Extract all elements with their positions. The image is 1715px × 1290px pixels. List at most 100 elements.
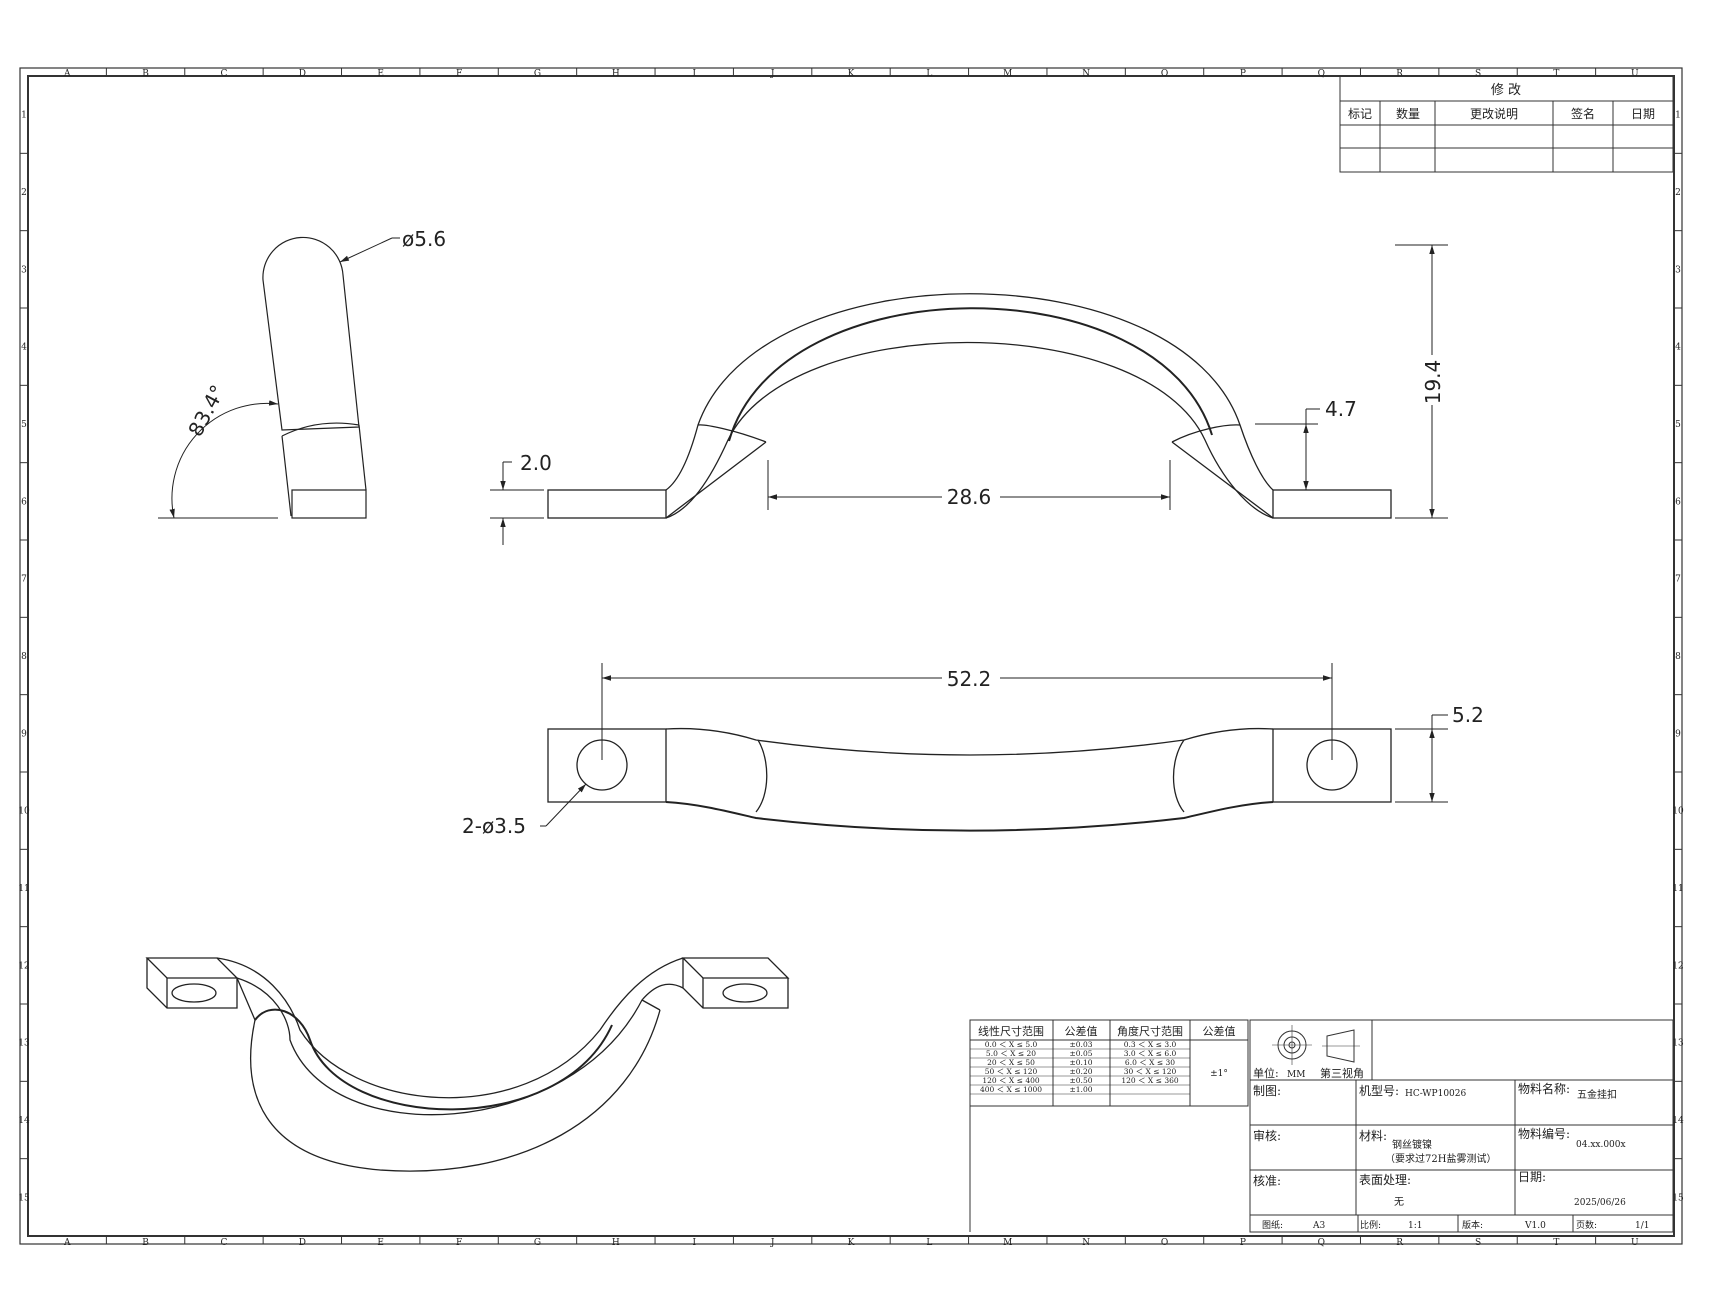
zone-col-label: L: [926, 69, 932, 79]
zone-row-label: 9: [21, 729, 27, 739]
revision-header-date: 日期: [1631, 107, 1655, 121]
zone-col-label: S: [1475, 69, 1481, 79]
zone-col-label: B: [142, 69, 149, 79]
zone-col-label: I: [692, 1238, 696, 1248]
zone-col-label: H: [612, 1238, 620, 1248]
tolerance-cell: 50 ＜ X ≤ 120: [985, 1067, 1038, 1076]
zone-row-label: 8: [21, 652, 27, 662]
tolerance-cell: ±0.03: [1070, 1040, 1093, 1049]
zone-row-label: 3: [21, 265, 27, 275]
tb-material-line1: 钢丝镀镍: [1392, 1138, 1432, 1151]
zone-col-label: O: [1161, 1238, 1168, 1248]
tb-part-name-label: 物料名称:: [1518, 1081, 1570, 1096]
tolerance-cell: 0.0 ＜ X ≤ 5.0: [985, 1040, 1038, 1049]
zone-col-label: G: [534, 69, 541, 79]
zone-col-label: K: [848, 69, 855, 79]
dim-hole-span: 52.2: [947, 667, 992, 691]
zone-col-label: J: [770, 1238, 775, 1248]
zone-col-label: N: [1082, 1238, 1090, 1248]
revision-header-sign: 签名: [1571, 106, 1595, 121]
revision-header-qty: 数量: [1396, 106, 1420, 121]
zone-row-label: 1: [21, 111, 27, 121]
zone-col-label: J: [770, 69, 775, 79]
tb-paper-label: 图纸:: [1262, 1219, 1283, 1231]
revision-table: [1339, 75, 1674, 173]
zone-row-label: 15: [18, 1193, 30, 1203]
front-view-dimensions: [490, 244, 1448, 545]
tb-model-value: HC-WP10026: [1405, 1089, 1466, 1099]
zone-row-label: 10: [1672, 807, 1684, 817]
zone-col-label: D: [299, 69, 306, 79]
tolerance-cell: 5.0 ＜ X ≤ 20: [986, 1049, 1036, 1058]
tb-approve-label: 核准:: [1253, 1174, 1281, 1188]
zone-row-label: 8: [1675, 652, 1681, 662]
zone-row-label: 5: [21, 420, 27, 430]
tol-header-tol2: 公差值: [1203, 1024, 1236, 1038]
tb-date-value: 2025/06/26: [1574, 1198, 1626, 1208]
top-view: [547, 727, 1392, 832]
tol-header-linear: 线性尺寸范围: [978, 1024, 1044, 1038]
zone-row-label: 12: [18, 961, 29, 971]
tolerance-cell: 3.0 ＜ X ≤ 6.0: [1124, 1049, 1177, 1058]
zone-col-label: M: [1003, 1238, 1012, 1248]
zone-row-label: 11: [1672, 884, 1683, 894]
tb-version-value: V1.0: [1524, 1221, 1546, 1231]
zone-col-label: C: [221, 69, 228, 79]
zone-grid-labels: AABBCCDDEEFFGGHHIIJJKKLLMMNNOOPPQQRRSSTT…: [18, 68, 1684, 1248]
side-view-rod: [158, 236, 400, 519]
dim-width: 5.2: [1452, 703, 1484, 727]
zone-row-label: 13: [18, 1039, 30, 1049]
tolerance-cell: ±0.20: [1070, 1067, 1093, 1076]
zone-col-label: L: [926, 1238, 932, 1248]
zone-row-label: 14: [1672, 1116, 1684, 1126]
zone-row-label: 7: [1675, 575, 1681, 585]
zone-row-label: 6: [1675, 497, 1681, 507]
zone-row-label: 4: [21, 343, 27, 353]
zone-col-label: D: [299, 1238, 306, 1248]
tolerance-cell: 6.0 ＜ X ≤ 30: [1125, 1058, 1175, 1067]
zone-row-label: 15: [1672, 1193, 1684, 1203]
zone-col-label: T: [1553, 1238, 1559, 1248]
dim-rod-diameter: ø5.6: [402, 227, 446, 251]
revision-header-mark: 标记: [1348, 107, 1372, 121]
zone-row-label: 10: [18, 807, 30, 817]
tol-header-tol1: 公差值: [1065, 1024, 1098, 1038]
tb-scale-label: 比例:: [1360, 1219, 1381, 1231]
tb-page-label: 页数:: [1576, 1219, 1597, 1231]
zone-col-label: A: [63, 1238, 71, 1248]
tolerance-cell: 400 ＜ X ≤ 1000: [980, 1085, 1042, 1094]
tolerance-cell: ±0.50: [1070, 1076, 1093, 1085]
zone-row-label: 13: [1672, 1039, 1684, 1049]
tolerance-cell: 120 ＜ X ≤ 360: [1121, 1076, 1179, 1085]
zone-col-label: G: [534, 1238, 541, 1248]
zone-col-label: N: [1082, 69, 1090, 79]
drawing-frame: [19, 67, 1683, 1245]
tb-date-label: 日期:: [1518, 1170, 1546, 1184]
zone-row-label: 9: [1675, 729, 1681, 739]
dim-thickness: 2.0: [520, 451, 552, 475]
zone-col-label: R: [1396, 1238, 1403, 1248]
tolerance-table: [969, 1019, 1249, 1232]
iso-hole-right: [722, 983, 768, 1003]
tb-part-no-label: 物料编号:: [1518, 1126, 1570, 1141]
tb-page-value: 1/1: [1635, 1221, 1649, 1231]
zone-col-label: M: [1003, 69, 1012, 79]
dim-height: 19.4: [1421, 360, 1445, 405]
zone-col-label: U: [1631, 1238, 1639, 1248]
zone-col-label: B: [142, 1238, 149, 1248]
tb-surface-label: 表面处理:: [1359, 1173, 1411, 1187]
top-view-dimensions: [540, 663, 1448, 827]
tb-projection: 第三视角: [1320, 1066, 1364, 1080]
zone-col-label: C: [221, 1238, 228, 1248]
zone-row-label: 4: [1675, 343, 1681, 353]
zone-row-label: 3: [1675, 265, 1681, 275]
zone-row-label: 11: [18, 884, 29, 894]
tb-part-name-value: 五金挂扣: [1577, 1088, 1617, 1101]
zone-col-label: S: [1475, 1238, 1481, 1248]
zone-row-label: 14: [18, 1116, 30, 1126]
zone-col-label: Q: [1318, 1238, 1325, 1248]
zone-col-label: R: [1396, 69, 1403, 79]
dim-holes: 2-ø3.5: [462, 814, 526, 838]
zone-col-label: P: [1240, 69, 1246, 79]
